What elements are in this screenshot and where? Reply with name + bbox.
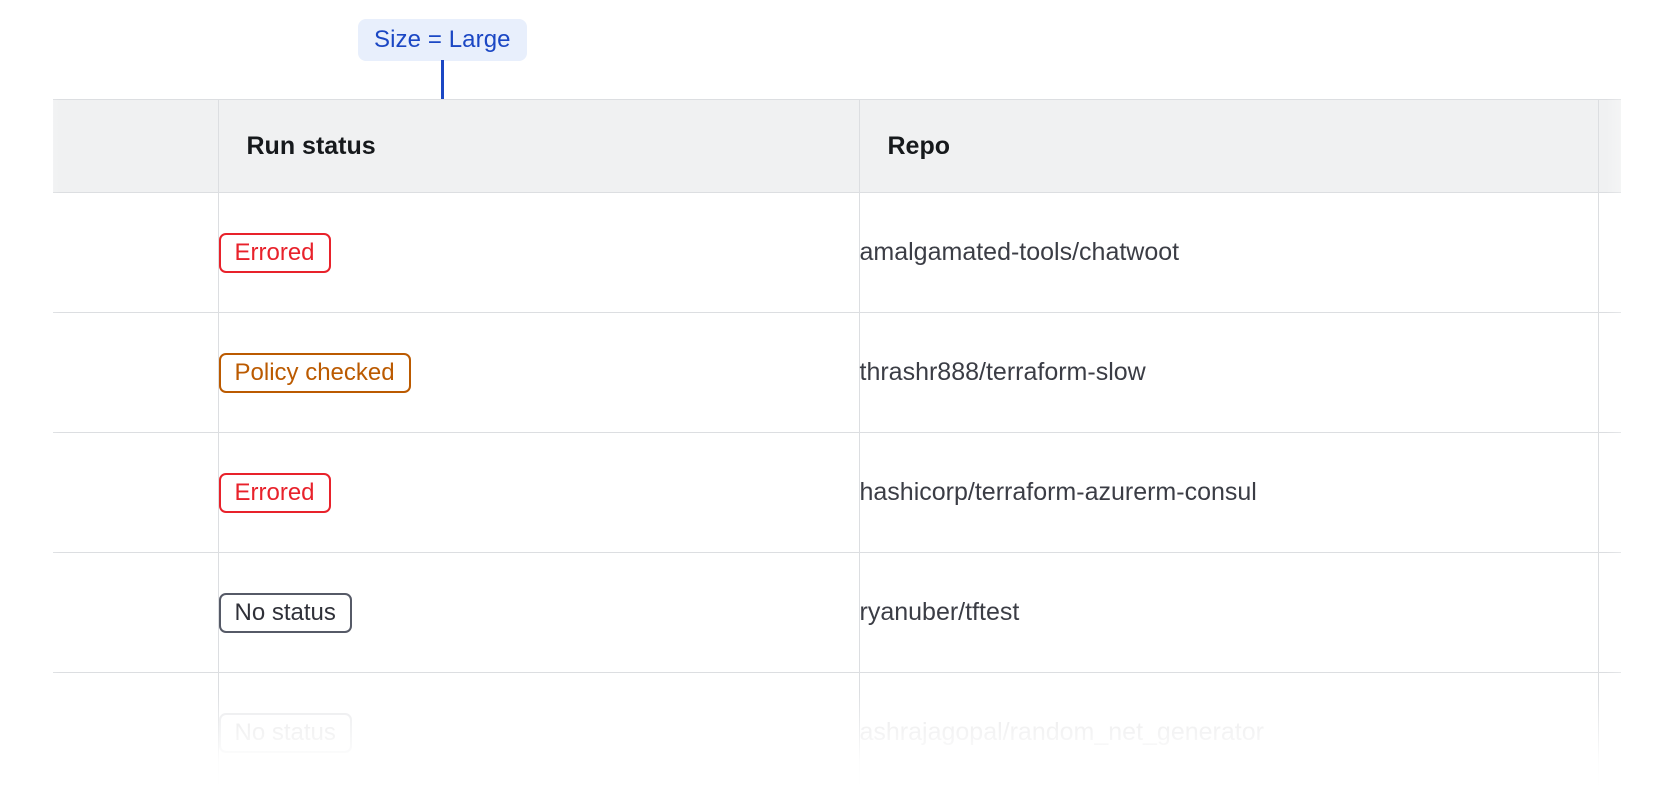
repo-name[interactable]: amalgamated-tools/chatwoot xyxy=(859,238,1180,266)
status-badge-label: Errored xyxy=(234,478,315,506)
row-tail-cell xyxy=(1598,552,1621,673)
row-spacer-cell xyxy=(53,432,219,553)
status-badge-label: Errored xyxy=(234,238,315,266)
status-badge[interactable]: Errored xyxy=(218,232,331,273)
column-header-run-status[interactable]: Run status xyxy=(218,99,860,193)
repo-name[interactable]: thrashr888/terraform-slow xyxy=(859,358,1146,386)
row-tail-cell xyxy=(1598,432,1621,553)
repo-name[interactable]: hashicorp/terraform-azurerm-consul xyxy=(859,478,1257,506)
runs-table-head: Run status Repo xyxy=(53,99,1621,193)
repo-name[interactable]: ashrajagopal/random_net_generator xyxy=(859,718,1264,746)
cell-repo: hashicorp/terraform-azurerm-consul xyxy=(859,432,1599,553)
cell-repo: ryanuber/tftest xyxy=(859,552,1599,673)
row-spacer-cell xyxy=(53,552,219,673)
cell-run-status: No status xyxy=(218,552,860,673)
status-badge-label: Policy checked xyxy=(234,358,395,386)
status-badge[interactable]: No status xyxy=(218,592,352,633)
status-badge[interactable]: Errored xyxy=(218,472,331,513)
cell-run-status: Policy checked xyxy=(218,312,860,433)
column-header-spacer xyxy=(53,99,219,193)
table-row[interactable]: Errored amalgamated-tools/chatwoot xyxy=(53,192,1621,313)
row-spacer-cell xyxy=(53,192,219,313)
table-header-row: Run status Repo xyxy=(53,99,1621,193)
annotation-callout-size-large: Size = Large xyxy=(358,19,527,61)
runs-table-container: Run status Repo Errored amalgamated-tools… xyxy=(53,99,1621,788)
table-row[interactable]: No status ryanuber/tftest xyxy=(53,552,1621,673)
cell-repo: thrashr888/terraform-slow xyxy=(859,312,1599,433)
status-badge-label: No status xyxy=(234,718,336,746)
repo-name[interactable]: ryanuber/tftest xyxy=(859,598,1020,626)
table-row[interactable]: Policy checked thrashr888/terraform-slow xyxy=(53,312,1621,433)
cell-run-status: Errored xyxy=(218,192,860,313)
row-tail-cell xyxy=(1598,672,1621,788)
left-edge-fade xyxy=(0,85,60,788)
runs-table: Run status Repo Errored amalgamated-tools… xyxy=(53,99,1621,788)
status-badge[interactable]: No status xyxy=(218,712,352,753)
row-spacer-cell xyxy=(53,672,219,788)
column-header-tail xyxy=(1598,99,1621,193)
cell-repo: amalgamated-tools/chatwoot xyxy=(859,192,1599,313)
cell-run-status: Errored xyxy=(218,432,860,553)
row-tail-cell xyxy=(1598,312,1621,433)
row-spacer-cell xyxy=(53,312,219,433)
table-row[interactable]: Errored hashicorp/terraform-azurerm-consu… xyxy=(53,432,1621,553)
column-header-repo[interactable]: Repo xyxy=(859,99,1599,193)
annotation-callout-label: Size = Large xyxy=(374,26,511,53)
cell-repo: ashrajagopal/random_net_generator xyxy=(859,672,1599,788)
row-tail-cell xyxy=(1598,192,1621,313)
status-badge[interactable]: Policy checked xyxy=(218,352,411,393)
status-badge-label: No status xyxy=(234,598,336,626)
table-row[interactable]: No status ashrajagopal/random_net_generat… xyxy=(53,672,1621,788)
cell-run-status: No status xyxy=(218,672,860,788)
